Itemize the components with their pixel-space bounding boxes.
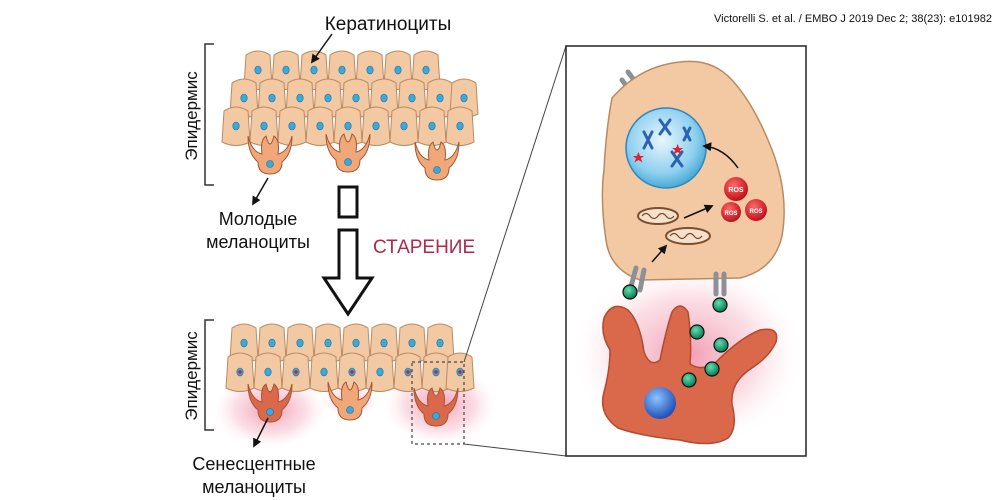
chromosomes — [642, 118, 692, 168]
keratinocyte-nucleus — [268, 93, 276, 103]
senescent-epidermis — [225, 323, 475, 427]
melanocyte-cell — [327, 381, 373, 421]
signal-to-mito-arrow — [651, 244, 668, 263]
melanocyte-cell — [413, 387, 459, 427]
melanocyte-cell — [247, 135, 293, 175]
zoom-line-top — [463, 45, 567, 363]
keratinocyte-nucleus — [282, 65, 290, 75]
epidermis-label-top: Эпидермис — [182, 71, 201, 161]
ros-to-nucleus-arrow — [702, 142, 739, 169]
keratinocyte-nucleus — [260, 121, 268, 131]
keratinocyte-nucleus — [352, 338, 360, 348]
melanocyte-nucleus — [346, 406, 354, 414]
aging-arrow — [321, 185, 375, 317]
ros-label-3: ROS — [749, 209, 762, 215]
dna-damage-dot — [458, 370, 462, 374]
keratinocyte-nucleus — [394, 65, 402, 75]
keratinocyte-nucleus — [320, 367, 328, 377]
dna-damage-dot — [238, 370, 242, 374]
keratinocyte-nucleus — [254, 65, 262, 75]
dna-damage-dot — [434, 370, 438, 374]
keratinocyte-nucleus — [422, 65, 430, 75]
sasp-factors — [622, 284, 729, 388]
keratinocyte-nucleus — [232, 121, 240, 131]
keratinocyte-nucleus — [408, 93, 416, 103]
keratinocyte-nucleus — [296, 338, 304, 348]
dna-damage-dot — [294, 370, 298, 374]
dna-damage-dot — [406, 370, 410, 374]
keratinocyte-nucleus — [376, 367, 384, 377]
keratinocyte-nucleus — [352, 93, 360, 103]
senescent-melanocyte-arrow — [253, 417, 269, 448]
nucleus — [625, 107, 707, 189]
young-epidermis — [221, 50, 479, 181]
senescent-melanocytes-label-2: меланоциты — [202, 477, 306, 497]
ros-label-1: ROS — [728, 187, 744, 194]
mitochondria — [637, 207, 711, 245]
keratinocyte-nucleus — [310, 65, 318, 75]
zoom-line-bottom — [463, 443, 567, 457]
keratinocyte-nucleus — [264, 367, 272, 377]
melanocyte-cell — [414, 141, 460, 181]
keratinocyte-nucleus — [240, 93, 248, 103]
citation-text: Victorelli S. et al. / EMBO J 2019 Dec 2… — [714, 13, 992, 25]
keratinocyte-nucleus — [428, 121, 436, 131]
melanocyte-nucleus — [266, 408, 274, 416]
keratinocyte-nucleus — [316, 121, 324, 131]
keratinocyte-nucleus — [338, 65, 346, 75]
keratinocyte-nucleus — [296, 93, 304, 103]
senescent-melanocytes-label-1: Сенесцентные — [192, 454, 315, 474]
zoom-panel: ROS ROS ROS — [565, 45, 807, 457]
keratinocyte-nucleus — [288, 121, 296, 131]
keratinocyte-nucleus — [268, 338, 276, 348]
keratinocyte-nucleus — [456, 121, 464, 131]
young-melanocytes-label-2: меланоциты — [206, 232, 310, 252]
epidermis-label-bottom: Эпидермис — [182, 331, 201, 421]
keratinocyte-nucleus — [380, 93, 388, 103]
keratinocyte-nucleus — [366, 65, 374, 75]
keratinocyte-nucleus — [436, 93, 444, 103]
keratinocyte-nucleus — [408, 338, 416, 348]
keratinocyte-nucleus — [324, 338, 332, 348]
dna-damage-dot — [350, 370, 354, 374]
keratinocyte-nucleus — [460, 93, 468, 103]
melanocyte-nucleus — [433, 166, 441, 174]
young-melanocyte-arrow — [252, 177, 269, 206]
keratinocytes-arrow — [310, 33, 333, 64]
epidermis-bracket-top: Эпидермис — [182, 43, 214, 186]
keratinocyte-nucleus — [240, 338, 248, 348]
keratinocyte-nucleus — [400, 121, 408, 131]
ros-label-2: ROS — [724, 211, 737, 217]
melanocyte-nucleus — [644, 387, 676, 419]
keratinocyte-nucleus — [324, 93, 332, 103]
mito-to-ros-arrow — [683, 204, 714, 219]
melanocyte-nucleus — [266, 160, 274, 168]
zoom-selection-box — [411, 361, 465, 445]
melanocyte-nucleus — [344, 158, 352, 166]
melanocyte-cell — [247, 383, 293, 423]
young-melanocytes-label-1: Молодые — [219, 209, 298, 229]
keratinocyte-nucleus — [372, 121, 380, 131]
melanocyte-cell — [325, 133, 371, 173]
keratinocytes-label: Кератиноциты — [325, 14, 452, 35]
dna-damage-marks — [632, 144, 684, 163]
ros-molecules: ROS ROS ROS — [721, 177, 767, 222]
keratinocyte-nucleus — [380, 338, 388, 348]
keratinocyte-nucleus — [436, 338, 444, 348]
aging-label: СТАРЕНИЕ — [373, 237, 475, 258]
keratinocyte-nucleus — [344, 121, 352, 131]
epidermis-bracket-bottom: Эпидермис — [182, 319, 214, 431]
melanocyte-nucleus — [432, 412, 440, 420]
